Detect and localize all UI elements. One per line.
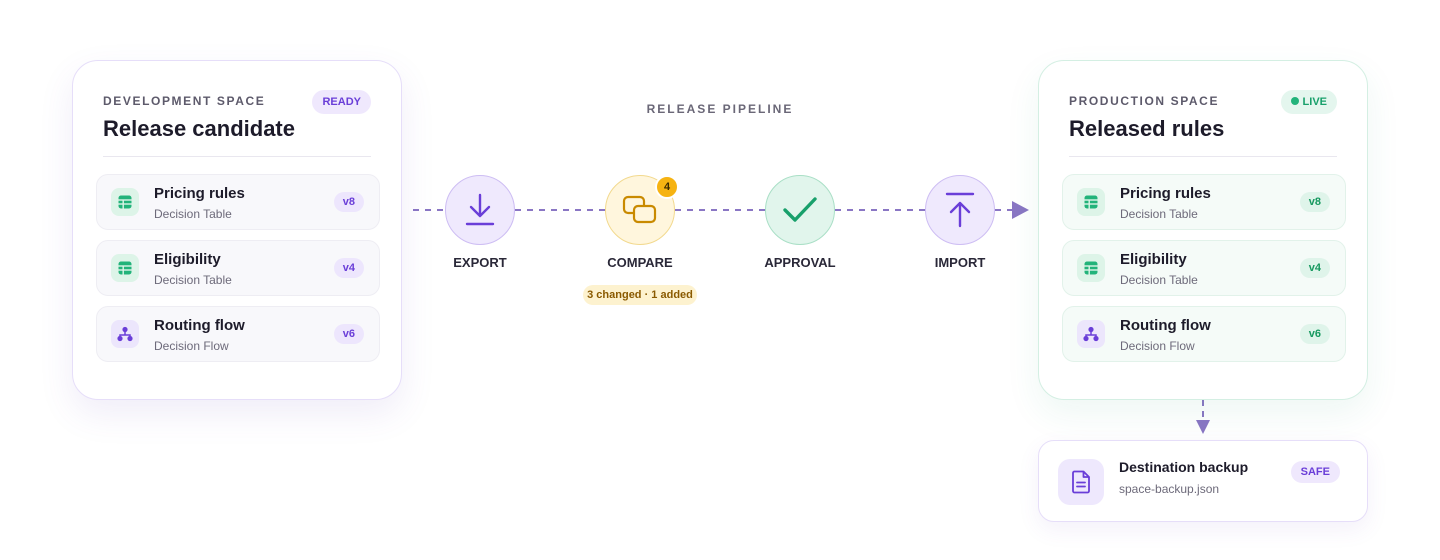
version-badge: v4 [1299, 258, 1330, 278]
divider [1069, 156, 1337, 157]
space-label: PRODUCTION SPACE [1069, 94, 1220, 108]
rule-name: Eligibility [154, 251, 221, 268]
flow-icon [1077, 320, 1105, 348]
version-badge: v6 [333, 324, 364, 344]
rule-type: Decision Table [1120, 273, 1198, 287]
rule-item-eligibility[interactable]: Eligibility Decision Table v4 [96, 240, 380, 296]
divider [103, 156, 371, 157]
status-badge: READY [312, 90, 371, 114]
rule-item-routing-flow[interactable]: Routing flow Decision Flow v6 [1062, 306, 1346, 362]
change-count-badge: 4 [655, 175, 679, 199]
arrowhead-to-backup [1196, 420, 1210, 434]
rule-item-eligibility[interactable]: Eligibility Decision Table v4 [1062, 240, 1346, 296]
status-badge: SAFE [1290, 461, 1340, 483]
rule-type: Decision Flow [1120, 339, 1195, 353]
table-icon [1077, 188, 1105, 216]
step-label-compare: COMPARE [607, 255, 673, 270]
step-label-import: IMPORT [934, 255, 986, 270]
flow-icon [111, 320, 139, 348]
table-icon [111, 254, 139, 282]
rule-name: Pricing rules [1120, 185, 1211, 202]
destination-backup-card[interactable]: Destination backup space-backup.json SAF… [1038, 440, 1368, 522]
version-badge: v4 [333, 258, 364, 278]
rule-item-routing-flow[interactable]: Routing flow Decision Flow v6 [96, 306, 380, 362]
document-icon [1058, 459, 1104, 505]
status-badge: LIVE [1280, 90, 1337, 114]
space-title: Released rules [1069, 116, 1225, 141]
compare-icon [622, 195, 657, 224]
version-badge: v8 [333, 192, 364, 212]
version-badge: v6 [1299, 324, 1330, 344]
pipeline-title: RELEASE PIPELINE [646, 102, 794, 116]
table-icon [1077, 254, 1105, 282]
download-icon [465, 193, 495, 226]
table-icon [111, 188, 139, 216]
status-text: LIVE [1302, 96, 1327, 108]
rule-name: Eligibility [1120, 251, 1187, 268]
rule-item-pricing-rules[interactable]: Pricing rules Decision Table v8 [96, 174, 380, 230]
space-label: DEVELOPMENT SPACE [103, 94, 266, 108]
step-import[interactable] [925, 175, 995, 245]
version-badge: v8 [1299, 192, 1330, 212]
rule-type: Decision Flow [154, 339, 229, 353]
backup-title: Destination backup [1119, 459, 1249, 475]
rule-item-pricing-rules[interactable]: Pricing rules Decision Table v8 [1062, 174, 1346, 230]
rule-type: Decision Table [1120, 207, 1198, 221]
step-label-approval: APPROVAL [764, 255, 836, 270]
rule-name: Routing flow [154, 317, 245, 334]
rule-type: Decision Table [154, 207, 232, 221]
upload-icon [945, 192, 975, 228]
step-approval[interactable] [765, 175, 835, 245]
space-title: Release candidate [103, 116, 295, 141]
backup-filename: space-backup.json [1119, 482, 1220, 496]
development-space-card: DEVELOPMENT SPACE Release candidate READ… [72, 60, 402, 400]
rule-name: Routing flow [1120, 317, 1211, 334]
step-label-export: EXPORT [453, 255, 507, 270]
rule-name: Pricing rules [154, 185, 245, 202]
check-icon [783, 197, 817, 222]
rule-type: Decision Table [154, 273, 232, 287]
compare-summary-badge: 3 changed · 1 added [583, 285, 697, 305]
live-dot-icon [1290, 97, 1299, 105]
step-export[interactable] [445, 175, 515, 245]
production-space-card: PRODUCTION SPACE Released rules LIVE Pri… [1038, 60, 1368, 400]
arrowhead-to-production [1012, 201, 1029, 219]
